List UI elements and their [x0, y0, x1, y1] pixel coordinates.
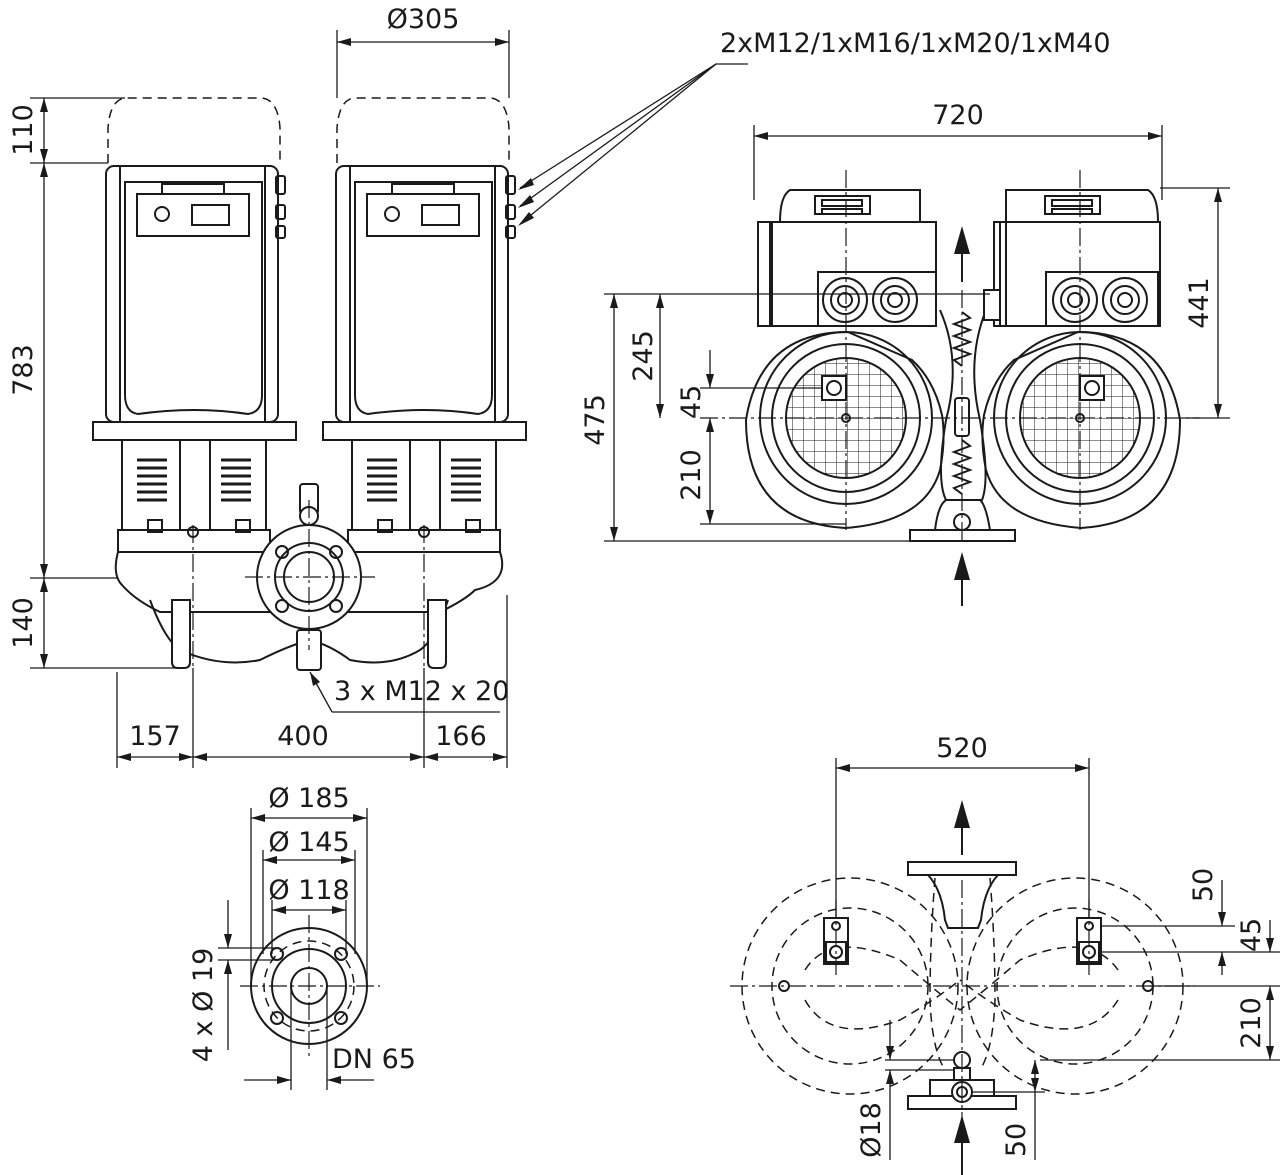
label-cable-glands: 2xM12/1xM16/1xM20/1xM40: [720, 28, 1111, 59]
left-volute: [744, 330, 945, 530]
dim-foot-right: 50 45 210: [1040, 868, 1280, 1061]
dim-side-height-right: 441: [1160, 187, 1230, 419]
label-flange-raised-face: Ø 118: [268, 875, 349, 906]
dim-foot-bottom: Ø18 50: [856, 1020, 1045, 1160]
label-flange-nominal: DN 65: [332, 1044, 416, 1075]
label-motor-diameter: Ø305: [387, 4, 460, 35]
dim-vertical-front: 110 783 140: [8, 97, 175, 669]
dim-foot-width: 520: [835, 733, 1090, 918]
bolt-callout: 3 x M12 x 20: [309, 671, 509, 713]
label-side-height-left: 475: [580, 394, 611, 446]
front-centerlines: [192, 500, 425, 668]
left-motor-head: [757, 189, 937, 327]
dim-flange-nominal: DN 65: [244, 986, 416, 1090]
label-foot-width: 520: [936, 733, 988, 764]
foot-view: 520 50 45 210: [730, 733, 1280, 1175]
label-flange-outer: Ø 185: [268, 783, 349, 814]
dim-flange-outer: Ø 185: [250, 783, 368, 986]
label-foot-50-bottom: 50: [1001, 1123, 1032, 1157]
label-height-base: 140: [8, 597, 39, 649]
flange-view: Ø 185 Ø 145 Ø 118 4 x Ø 19: [188, 783, 416, 1090]
label-width-left: 157: [129, 721, 181, 752]
right-motor-removal-envelope: [336, 97, 510, 163]
label-height-top: 110: [8, 104, 39, 156]
label-side-height-right: 441: [1184, 277, 1215, 329]
dim-side-height-left: 475 245 45 210: [580, 293, 990, 542]
label-foot-hole: Ø18: [856, 1102, 887, 1158]
side-view: 720 441 475 245: [580, 100, 1230, 606]
label-side-offset: 45: [676, 385, 707, 419]
label-foot-210: 210: [1236, 997, 1267, 1049]
label-foot-45: 45: [1236, 918, 1267, 952]
dim-flange-bolt-circle: Ø 145: [262, 827, 356, 954]
right-volute: [981, 330, 1182, 530]
label-side-upper: 245: [628, 330, 659, 382]
front-view: Ø305 2xM12/1xM16/1xM20/1xM40: [8, 4, 1111, 768]
flow-arrows-foot: [954, 800, 970, 1175]
label-flange-bolt-holes: 4 x Ø 19: [188, 948, 219, 1063]
label-height-total: 783: [8, 344, 39, 396]
label-foot-50-top: 50: [1188, 868, 1219, 902]
flow-arrows-side: [954, 226, 970, 606]
dim-motor-diameter: Ø305: [336, 4, 510, 98]
right-motor: [322, 165, 527, 441]
side-centerlines: [700, 170, 1200, 540]
label-side-lower: 210: [676, 449, 707, 501]
dim-flange-raised-face: Ø 118: [268, 875, 350, 954]
label-bolt-note: 3 x M12 x 20: [334, 676, 509, 707]
label-width-right: 166: [435, 721, 487, 752]
right-motor-head: [983, 189, 1161, 327]
left-motor-removal-envelope: [107, 97, 281, 163]
left-motor: [92, 165, 297, 441]
cable-gland-callout: 2xM12/1xM16/1xM20/1xM40: [518, 28, 1111, 226]
dim-horizontal-front: 157 400 166: [116, 595, 508, 768]
dim-flange-bolt-holes: 4 x Ø 19: [188, 900, 277, 1062]
label-flange-bolt-circle: Ø 145: [268, 827, 349, 858]
label-side-width: 720: [932, 100, 984, 131]
dim-side-width: 720: [753, 100, 1163, 200]
label-width-mid: 400: [277, 721, 329, 752]
left-lantern: [117, 440, 271, 553]
